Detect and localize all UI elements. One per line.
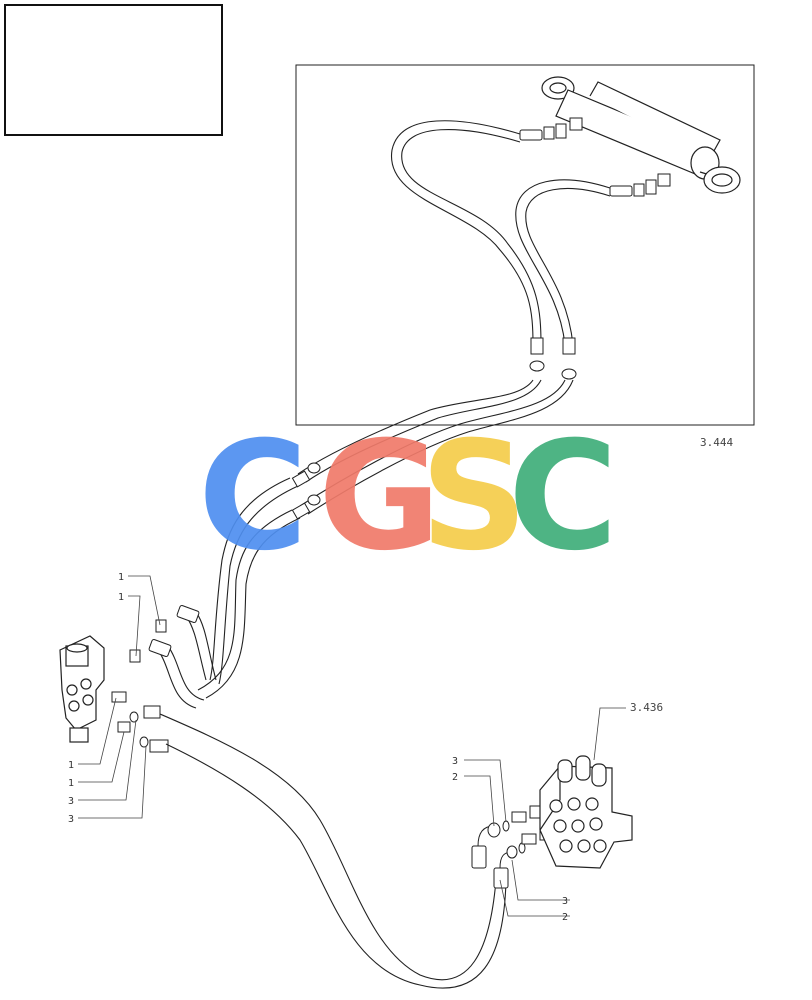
callout-left-top-a: 1 (118, 572, 124, 583)
valve-reference-leader (593, 707, 626, 761)
callout-left-top-b: 1 (118, 592, 124, 603)
left-hose-elbows (157, 611, 217, 709)
right-callout-leaders (464, 759, 570, 917)
left-control-valve (59, 635, 105, 743)
lower-return-hose (159, 713, 507, 989)
main-hose-couplings (291, 462, 321, 520)
watermark-letter-1: C (198, 410, 308, 584)
right-hose-fittings (471, 805, 553, 889)
inset-hose-end-fittings (529, 337, 577, 380)
inset-reference-label: 3.444 (700, 436, 733, 449)
left-callout-leaders (78, 575, 161, 819)
watermark-letter-2: G (318, 410, 441, 584)
watermark-letter-4: C (508, 410, 618, 584)
left-hose-fittings (111, 605, 200, 753)
cgsc-watermark: C G S C (198, 410, 618, 584)
main-supply-hoses (197, 379, 574, 699)
callout-left-bottom-a: 1 (68, 760, 74, 771)
callout-right-bottom-a: 3 (562, 896, 568, 907)
valve-reference-label: 3.436 (630, 701, 663, 714)
cylinder-fittings-lower (609, 173, 671, 197)
callout-left-bottom-b: 1 (68, 778, 74, 789)
callout-right-top-a: 3 (452, 756, 458, 767)
right-directional-valve (539, 755, 633, 869)
title-block (4, 4, 223, 136)
callout-left-bottom-d: 3 (68, 814, 74, 825)
callout-left-bottom-c: 3 (68, 796, 74, 807)
cylinder-fittings-upper (519, 117, 583, 141)
hydraulic-cylinder (541, 76, 741, 194)
inset-frame (295, 64, 755, 426)
inset-hoses (391, 120, 611, 346)
watermark-letter-3: S (420, 410, 528, 584)
callout-right-top-b: 2 (452, 772, 458, 783)
callout-right-bottom-b: 2 (562, 912, 568, 923)
